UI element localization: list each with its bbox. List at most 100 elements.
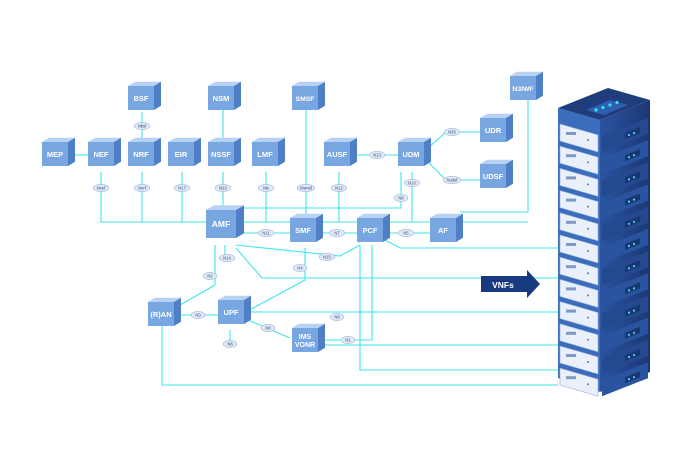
pcf-cube: PCF (357, 213, 390, 242)
ran-bottom-link (161, 325, 558, 386)
nef-cube: NEF (88, 137, 121, 166)
interface-nls: Nls (257, 184, 275, 192)
n3iwf-cube: N3IWF (510, 71, 543, 100)
interface-nnef: Nnef (92, 184, 110, 192)
smf-cube: SMF (290, 213, 323, 242)
svg-text:N10: N10 (408, 181, 416, 186)
rack-unit (559, 206, 648, 242)
svg-text:Nnef: Nnef (97, 186, 107, 191)
svg-text:N9: N9 (334, 315, 340, 320)
amf-label: AMF (212, 219, 230, 229)
ausf-cube: AUSF (324, 137, 357, 166)
interface-n7: N7 (328, 229, 346, 237)
interface-n3: N3 (190, 311, 206, 319)
pcf-down-link (320, 245, 373, 341)
lmf-cube: LMF (252, 137, 285, 166)
ran-cube: (R)AN (148, 297, 181, 326)
mep-label: MEP (47, 150, 63, 159)
upf-label: UPF (224, 308, 239, 317)
nef-label: NEF (94, 150, 109, 159)
vnfs-arrow (481, 270, 540, 298)
svg-text:N15: N15 (323, 255, 331, 260)
upf-cube: UPF (218, 295, 251, 324)
vonr-label: VONR (295, 342, 315, 349)
amf-n2-link (179, 245, 216, 306)
amf-cube: AMF (206, 205, 244, 238)
rack-unit (559, 317, 648, 353)
n3iwf-link (460, 96, 529, 213)
interface-n11: N11 (257, 229, 275, 237)
server-rack (558, 88, 650, 397)
udr-label: UDR (485, 126, 502, 135)
rack-unit (559, 340, 648, 375)
svg-text:N8: N8 (398, 196, 404, 201)
svg-text:N5: N5 (403, 231, 409, 236)
rack-units (559, 118, 648, 397)
n3iwf-label: N3IWF (512, 86, 533, 93)
interface-n12: N12 (330, 184, 348, 192)
smf-n4-link (239, 248, 306, 316)
eir-cube: EIR (168, 137, 201, 166)
interface-n5: N5 (397, 229, 415, 237)
rack-unit (559, 140, 648, 175)
interface-n4: N4 (292, 264, 308, 272)
interface-n1: N1 (340, 336, 356, 344)
svg-text:Nbsf: Nbsf (138, 124, 147, 129)
interface-n3-upf: N8 (222, 340, 238, 348)
rack-unit (559, 229, 648, 264)
svg-text:N35: N35 (448, 130, 456, 135)
network-function-cubes: BSF NSM SMSF N3IWF MEP NEF NRF EIR NSSF LMF AUSF UD… (42, 71, 543, 352)
svg-text:N14: N14 (223, 256, 231, 261)
rack-unit (559, 273, 648, 308)
interface-n6: N6 (260, 324, 276, 332)
pcf-label: PCF (363, 226, 378, 235)
ims-label: IMS (299, 334, 312, 341)
svg-text:N2: N2 (207, 274, 213, 279)
interface-nbsf: Nbsf (133, 122, 151, 130)
svg-text:Nls: Nls (263, 186, 269, 191)
udsf-label: UDSF (483, 172, 504, 181)
bsf-label: BSF (134, 94, 149, 103)
amf-pcf-n15-link (235, 244, 361, 257)
rack-unit (559, 162, 648, 197)
interface-n8: N8 (393, 194, 409, 202)
nrf-label: NRF (133, 150, 149, 159)
eir-label: EIR (175, 150, 188, 159)
rack-top-leds (594, 100, 619, 112)
udm-label: UDM (402, 150, 419, 159)
svg-text:Nudsf: Nudsf (447, 178, 459, 183)
amf-right-link (235, 247, 558, 279)
nssf-cube: NSSF (208, 137, 241, 166)
interface-n9: N9 (329, 313, 345, 321)
svg-text:N6: N6 (265, 326, 271, 331)
svg-text:N13: N13 (373, 153, 381, 158)
rack-unit (559, 295, 648, 330)
interface-nudsf: Nudsf (442, 176, 462, 184)
mep-cube: MEP (42, 137, 75, 166)
interface-n17: N17 (173, 184, 191, 192)
smsf-label: SMSF (296, 96, 315, 103)
interface-n14: N14 (218, 254, 236, 262)
svg-text:Nsmsf: Nsmsf (300, 186, 313, 191)
interface-n10: N10 (403, 179, 421, 187)
nssf-label: NSSF (211, 150, 231, 159)
interface-n22: N22 (214, 184, 232, 192)
svg-text:N4: N4 (297, 266, 303, 271)
udr-cube: UDR (480, 113, 513, 142)
svg-text:N17: N17 (178, 186, 186, 191)
svg-text:N1: N1 (345, 338, 351, 343)
nsm-label: NSM (213, 94, 230, 103)
rack-unit (559, 251, 648, 286)
interface-n35: N35 (443, 128, 461, 136)
svg-text:N11: N11 (262, 231, 270, 236)
lmf-label: LMF (257, 150, 273, 159)
udm-n8-link (236, 172, 402, 209)
ran-label: (R)AN (150, 310, 171, 319)
rack-unit (559, 184, 648, 219)
svg-text:N22: N22 (219, 186, 227, 191)
af-cube: AF (430, 213, 463, 242)
interface-n15: N15 (318, 253, 336, 261)
